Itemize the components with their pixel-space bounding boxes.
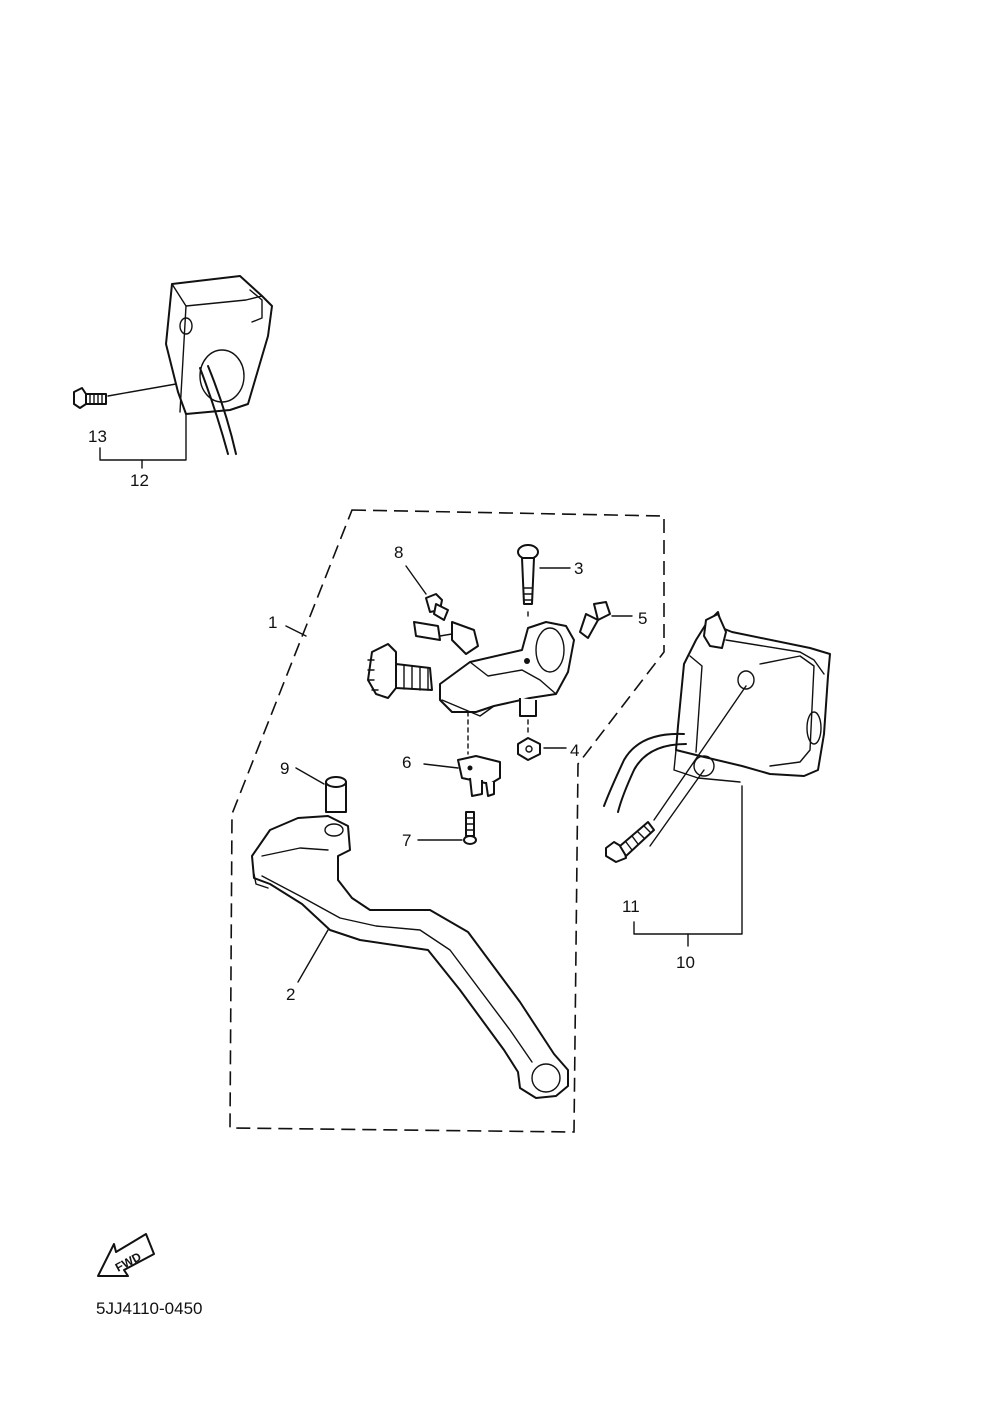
collar-9 [295, 767, 347, 813]
callout-labels: 1 2 3 4 5 6 7 8 9 10 11 12 13 [88, 427, 695, 1004]
callout-13: 13 [88, 427, 107, 446]
callout-11: 11 [622, 897, 640, 916]
callout-2: 2 [286, 985, 295, 1004]
callout-10: 10 [676, 953, 695, 972]
adjuster-knob [367, 643, 433, 699]
switch-6 [423, 711, 501, 797]
callout-5: 5 [638, 609, 647, 628]
callout-12: 12 [130, 471, 149, 490]
nut-4 [517, 719, 567, 761]
callout-7: 7 [402, 831, 411, 850]
screw-11 [605, 685, 747, 863]
callout-9: 9 [280, 759, 289, 778]
lever-holder [439, 621, 575, 717]
screw-5 [579, 601, 633, 639]
right-handlebar-switch [603, 611, 831, 947]
lever-2 [251, 815, 569, 1099]
callout-4: 4 [570, 741, 579, 760]
callout-6: 6 [402, 753, 411, 772]
callout-1: 1 [268, 613, 277, 632]
screw-7 [417, 811, 477, 845]
callout-8: 8 [394, 543, 403, 562]
assembly-1-boundary [229, 509, 665, 1133]
callout-3: 3 [574, 559, 583, 578]
bolt-3 [517, 544, 571, 621]
screw-8 [405, 565, 449, 621]
diagram-code: 5JJ4110-0450 [96, 1299, 203, 1318]
holder-clip [413, 621, 479, 655]
left-handlebar-switch [99, 275, 273, 469]
screw-13 [73, 383, 177, 409]
leader-1 [285, 625, 307, 637]
fwd-arrow-icon: FWD [97, 1233, 155, 1277]
